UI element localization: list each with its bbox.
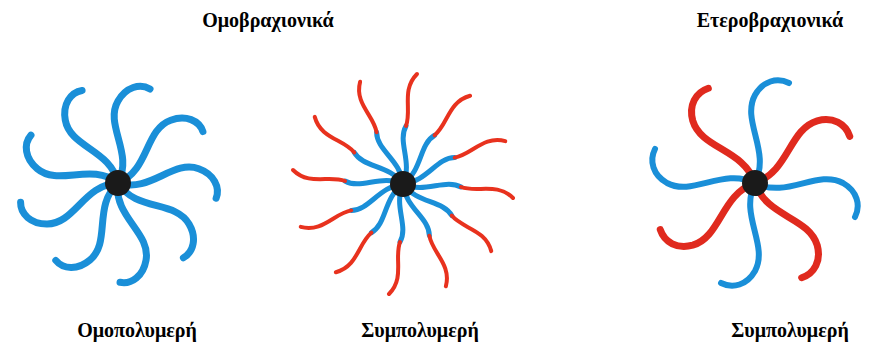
group-heading: Ομοβραχιονικά [202, 8, 334, 32]
type-label: Ομοπολυμερή [77, 318, 197, 342]
type-label: Συμπολυμερή [361, 318, 479, 342]
homopolymer-star [18, 86, 219, 285]
miktoarm-star [652, 80, 857, 285]
block-copolymer-star [293, 74, 513, 294]
type-label: Συμπολυμερή [731, 318, 849, 342]
group-heading: Ετεροβραχιονικά [697, 8, 843, 32]
